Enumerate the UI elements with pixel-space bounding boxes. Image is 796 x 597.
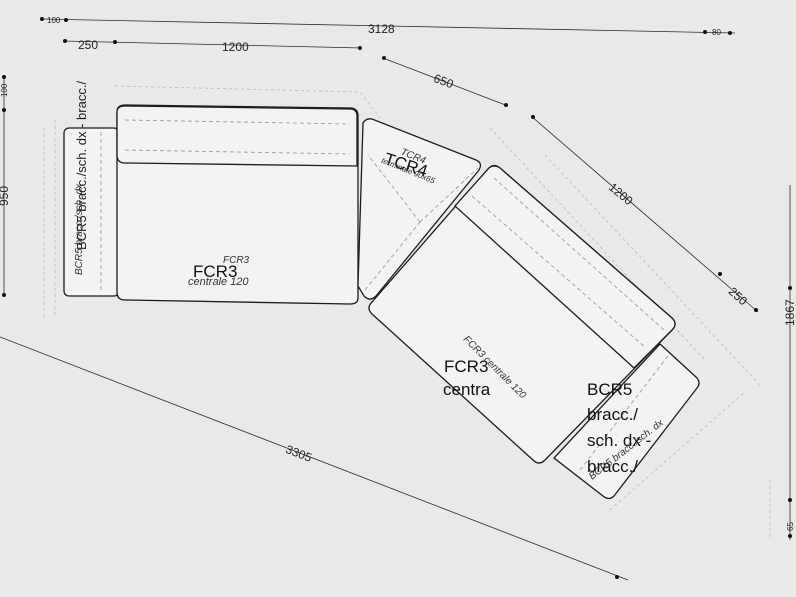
left-side-label: 950 — [0, 186, 11, 206]
left-arm-width-label: 250 — [78, 38, 98, 52]
top-segment-dimension: 250 1200 — [62, 38, 363, 54]
right-seat-width-label: 1200 — [606, 180, 636, 208]
left-seat-code: FCR3 — [193, 262, 237, 281]
top-total-label: 3128 — [368, 22, 395, 36]
right-side-small-label: 65 — [786, 522, 795, 531]
right-armrest-code: BCR5 — [587, 380, 632, 399]
top-right-offset-label: 80 — [712, 28, 721, 37]
right-armrest-line1: bracc./ — [587, 405, 638, 424]
right-seat-piece: FCR3 centra FCR3 centrale 120 — [368, 164, 676, 464]
left-seat-italic-code: FCR3 — [223, 255, 250, 266]
left-armrest-overlay-label: BCR5 bracc./sch. dx - bracc./ — [74, 81, 89, 250]
left-armrest-piece: BCR5 bracc./sch. dx BCR5 bracc./sch. dx … — [63, 81, 120, 297]
top-left-offset-label: 100 — [47, 16, 61, 25]
top-total-dimension: 100 3128 80 — [39, 16, 736, 37]
left-seat-width-label: 1200 — [222, 40, 249, 54]
left-side-small-label: 100 — [0, 83, 9, 97]
right-seat-code: FCR3 — [444, 357, 488, 376]
right-armrest-line2: sch. dx - — [587, 431, 651, 450]
bottom-diagonal-label: 3305 — [284, 442, 314, 465]
left-seat-italic-desc: centrale 120 — [188, 276, 249, 288]
right-armrest-line3: bracc./ — [587, 457, 638, 476]
left-seat-piece: FCR3 FCR3 centrale 120 — [116, 104, 359, 305]
construction-lines — [43, 85, 771, 540]
left-side-dimension: 100 950 — [0, 75, 11, 297]
right-seat-desc: centra — [443, 380, 491, 399]
corner-width-label: 650 — [432, 71, 456, 91]
right-side-dimension: 1867 65 — [783, 185, 796, 540]
left-armrest-italic-label: BCR5 bracc./sch. dx — [74, 183, 85, 275]
right-armrest-piece: BCR5 bracc./ sch. dx - bracc./ BCR5 brac… — [553, 343, 700, 500]
right-arm-width-label: 250 — [726, 284, 750, 308]
right-side-label: 1867 — [783, 299, 796, 326]
corner-piece: TCR4 TCR4 terminale 90x65 — [357, 118, 482, 300]
